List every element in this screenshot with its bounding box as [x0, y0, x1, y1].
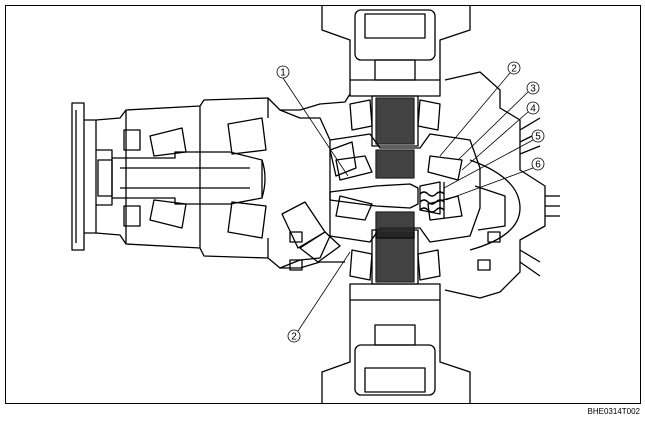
callout-6-label: 6	[535, 160, 541, 171]
callouts: 1 2 3 4 5 6 2	[276, 61, 545, 343]
callout-6: 6	[445, 157, 545, 201]
ring-gear	[281, 141, 357, 263]
companion-flange	[71, 102, 113, 251]
callout-2-bottom: 2	[287, 251, 351, 343]
callout-2-bottom-label: 2	[291, 332, 297, 343]
callout-5: 5	[443, 129, 545, 189]
callout-4: 4	[461, 101, 540, 171]
callout-3: 3	[457, 81, 540, 161]
side-bearings	[349, 99, 441, 281]
pinion-shaft	[112, 151, 266, 205]
carrier-housing	[95, 93, 351, 269]
callout-1-label: 1	[280, 68, 286, 79]
drawing	[71, 5, 560, 403]
top-output-flange	[321, 5, 471, 81]
bottom-output-flange	[321, 300, 471, 403]
pinion-bearings	[123, 117, 267, 239]
spring-pack	[419, 181, 445, 218]
rear-cover	[444, 71, 560, 299]
callout-3-label: 3	[530, 84, 536, 95]
figure-code: BHE0314T002	[588, 407, 641, 416]
callout-4-label: 4	[530, 104, 536, 115]
axle-shaft-vertical	[349, 79, 441, 301]
callout-1: 1	[276, 65, 349, 177]
callout-2-top: 2	[439, 61, 521, 157]
callout-5-label: 5	[535, 132, 541, 143]
diagram-frame	[5, 5, 641, 404]
callout-2-top-label: 2	[511, 64, 517, 75]
bolts	[289, 231, 501, 271]
